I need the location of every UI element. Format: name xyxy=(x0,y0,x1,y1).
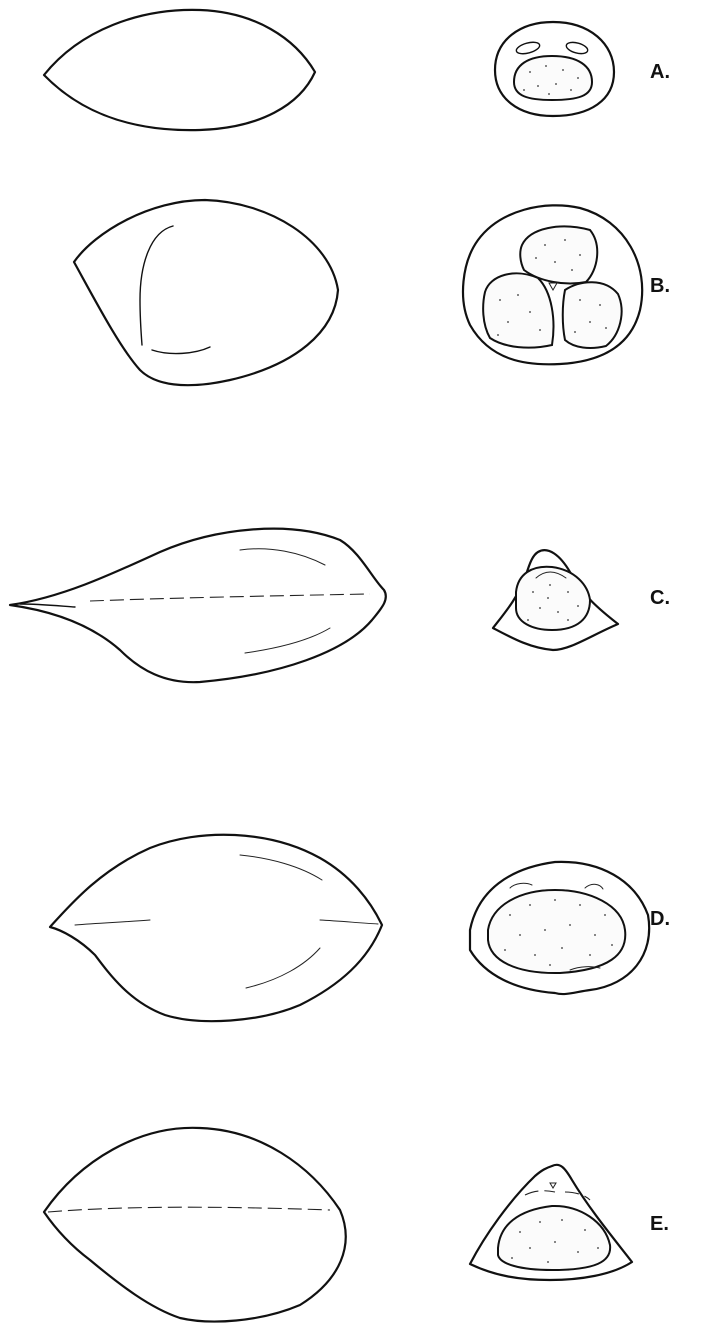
row-a: A. xyxy=(44,10,670,130)
seed-c-side-view xyxy=(10,529,386,683)
seed-b-side-view xyxy=(74,200,338,385)
seed-a-cross-section xyxy=(495,22,614,116)
seed-c-cross-section xyxy=(493,550,618,650)
seed-e-side-view xyxy=(44,1128,346,1322)
seed-b-cross-section xyxy=(463,205,642,364)
seed-a-side-view xyxy=(44,10,315,130)
label-c: C. xyxy=(650,587,670,609)
label-a: A. xyxy=(650,61,670,83)
row-b: B. xyxy=(74,200,670,385)
label-b: B. xyxy=(650,275,670,297)
row-d: D. xyxy=(50,835,670,1021)
label-e: E. xyxy=(650,1213,669,1235)
seed-d-side-view xyxy=(50,835,382,1021)
row-e: E. xyxy=(44,1128,669,1322)
label-d: D. xyxy=(650,908,670,930)
seed-e-cross-section xyxy=(470,1165,632,1280)
row-c: C. xyxy=(10,529,670,683)
seed-d-cross-section xyxy=(470,862,649,994)
